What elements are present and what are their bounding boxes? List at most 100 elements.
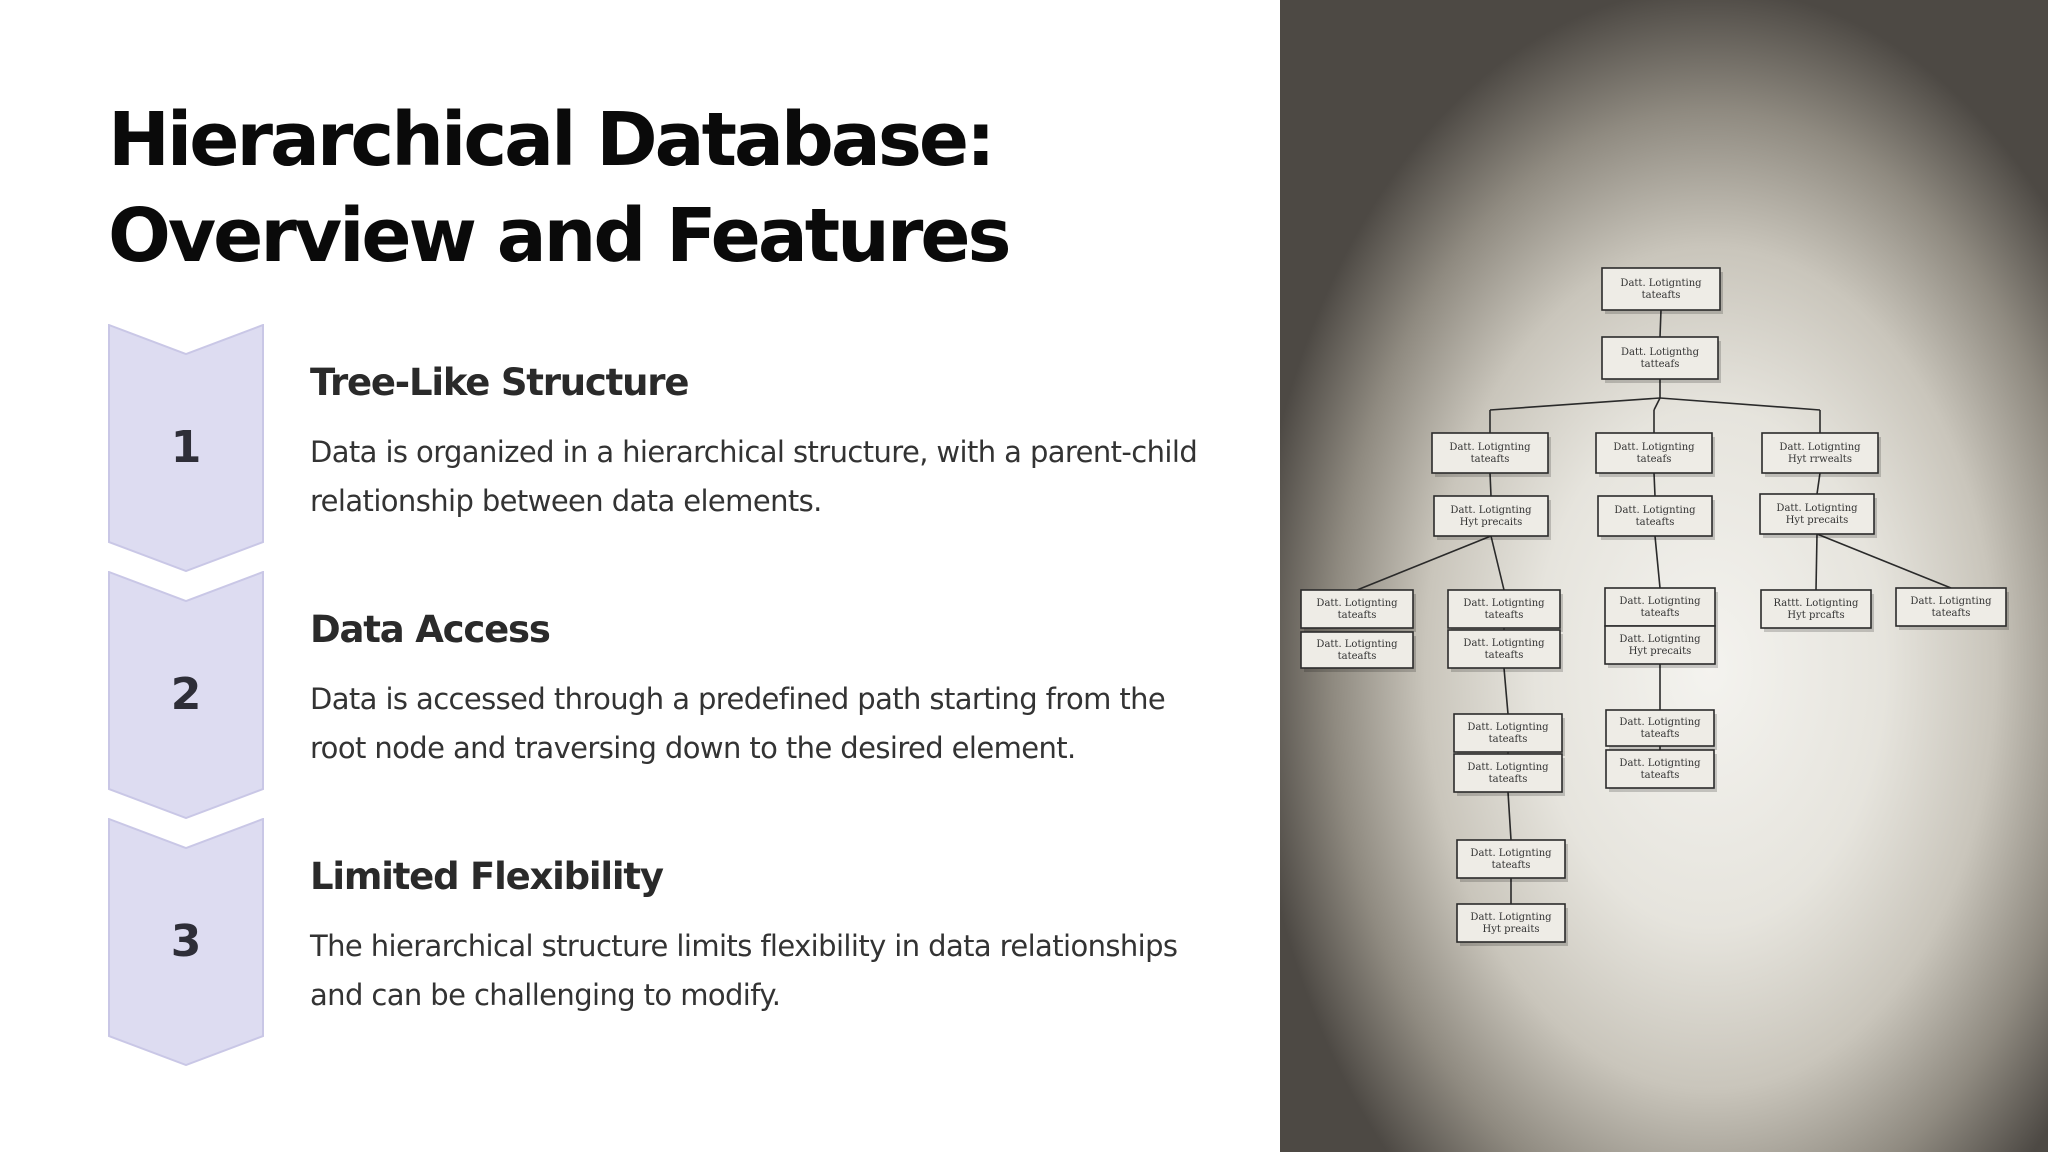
tree-connector (1489, 397, 1661, 411)
step-1: 1 Tree-Like Structure Data is organized … (108, 324, 1208, 572)
tree-node-label: tateafts (1338, 610, 1377, 621)
tree-node-label: tateafts (1641, 729, 1680, 740)
step-3: 3 Limited Flexibility The hierarchical s… (108, 818, 1208, 1066)
tree-node-label: tateafts (1492, 860, 1531, 871)
step-description: Data is organized in a hierarchical stru… (310, 435, 1198, 518)
tree-node-label: Datt. Lotignting (1450, 505, 1532, 516)
step-heading: Tree-Like Structure (310, 361, 689, 404)
step-number: 2 (170, 669, 202, 720)
tree-node-label: Datt. Lotignting (1619, 717, 1701, 728)
chevron-shape (108, 818, 264, 1066)
tree-node-label: tateafts (1642, 290, 1681, 301)
tree-node-label: tateafts (1932, 608, 1971, 619)
tree-node-label: tateafts (1641, 770, 1680, 781)
tree-node-label: Datt. Lotignting (1619, 596, 1701, 607)
tree-node-label: Datt. Lotignting (1470, 848, 1552, 859)
chevron-shape (108, 324, 264, 572)
step-description: The hierarchical structure limits flexib… (310, 929, 1178, 1012)
step-number: 1 (170, 422, 202, 473)
page-title-line-1: Hierarchical Database: (108, 97, 996, 183)
tree-node-label: Datt. Lotignting (1776, 503, 1858, 514)
tree-node-label: tatteafs (1641, 359, 1680, 370)
tree-node-label: tateafts (1489, 774, 1528, 785)
tree-node-label: Datt. Lotignting (1470, 912, 1552, 923)
tree-node-label: Hyt preaits (1483, 924, 1540, 935)
page-title: Hierarchical Database: Overview and Feat… (108, 92, 1208, 284)
tree-node-label: Datt. Lotignting (1910, 596, 1992, 607)
tree-node-label: Datt. Lotignting (1316, 639, 1398, 650)
tree-node-label: Datt. Lotignting (1467, 722, 1549, 733)
tree-connector (1654, 535, 1661, 589)
tree-connector (1659, 309, 1662, 338)
step-description: Data is accessed through a predefined pa… (310, 682, 1166, 765)
tree-node-label: Datt. Lotignting (1449, 442, 1531, 453)
tree-connector (1659, 397, 1821, 411)
tree-node-label: Datt. Lotignting (1316, 598, 1398, 609)
tree-connector (1503, 667, 1509, 715)
tree-node-label: Datt. Lotignting (1463, 598, 1545, 609)
tree-node-label: Datt. Lotignting (1467, 762, 1549, 773)
tree-connector (1653, 472, 1656, 497)
tree-node-label: Hyt precaits (1460, 517, 1523, 528)
tree-node-label: Datt. Lotignting (1613, 442, 1695, 453)
content-panel: Hierarchical Database: Overview and Feat… (108, 92, 1208, 1066)
chevron-shape (108, 571, 264, 819)
page-title-line-2: Overview and Features (108, 193, 1012, 279)
tree-node-label: Datt. Lotignting (1779, 442, 1861, 453)
step-heading: Limited Flexibility (310, 855, 664, 898)
tree-connector (1489, 472, 1492, 497)
tree-node-label: Hyt precaits (1629, 646, 1692, 657)
tree-node-label: tateafts (1636, 517, 1675, 528)
tree-connector (1816, 533, 1952, 589)
tree-node-label: tateafts (1485, 610, 1524, 621)
tree-node-label: Datt. Lotignting (1614, 505, 1696, 516)
tree-node-label: Rattt. Lotignting (1774, 598, 1860, 609)
tree-node-label: tateafts (1641, 608, 1680, 619)
tree-connector (1507, 791, 1512, 841)
tree-node-label: tateafts (1489, 734, 1528, 745)
step-heading: Data Access (310, 608, 551, 651)
tree-node-label: tateafts (1485, 650, 1524, 661)
step-2: 2 Data Access Data is accessed through a… (108, 571, 1208, 819)
tree-node-label: tateafs (1637, 454, 1672, 465)
tree-connector (1815, 533, 1818, 591)
tree-node-label: Hyt precaits (1786, 515, 1849, 526)
tree-node-label: Datt. Lotignthg (1621, 347, 1700, 358)
tree-node-label: Hyt rrwealts (1788, 454, 1852, 465)
tree-connector (1653, 397, 1661, 411)
tree-node-label: tateafts (1471, 454, 1510, 465)
tree-node-label: Datt. Lotignting (1619, 758, 1701, 769)
tree-node-label: Hyt prcafts (1787, 610, 1844, 621)
tree-node-label: Datt. Lotignting (1463, 638, 1545, 649)
tree-connector (1816, 472, 1821, 495)
tree-connector (1490, 535, 1505, 591)
tree-node-label: tateafts (1338, 651, 1377, 662)
step-number: 3 (170, 916, 202, 967)
tree-node-label: Datt. Lotignting (1620, 278, 1702, 289)
tree-node-label: Datt. Lotignting (1619, 634, 1701, 645)
